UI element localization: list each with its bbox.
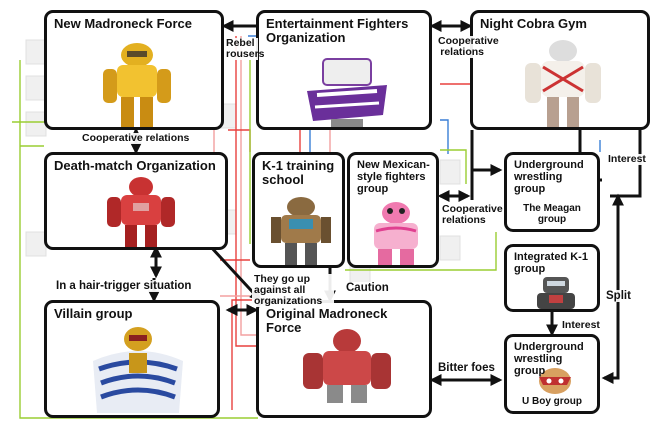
box-new-madroneck-force: New Madroneck Force: [44, 10, 224, 130]
blue-caped-figure-icon: [93, 327, 183, 413]
box-integrated-k1-group: Integrated K-1 group: [504, 244, 600, 312]
relation-cooperative-top: Cooperative relations: [436, 35, 499, 58]
relation-caution: Caution: [344, 282, 391, 294]
box-title: Underground wrestling group: [514, 159, 584, 195]
box-title: Death-match Organization: [54, 158, 216, 173]
box-underground-wrestling-meagan: Underground wrestling group The Meagan g…: [504, 152, 600, 232]
box-title: Villain group: [54, 306, 133, 321]
box-underground-wrestling-uboy: Underground wrestling group U Boy group: [504, 334, 600, 414]
box-title: Integrated K-1 group: [514, 251, 588, 275]
relation-go-up-against: They go up against all organizations: [252, 274, 334, 307]
purple-white-figure-icon: [307, 58, 387, 127]
box-title: Original Madroneck Force: [266, 306, 388, 335]
uboy-group-label: U Boy group: [511, 396, 593, 407]
relation-interest-top: Interest: [606, 153, 648, 165]
relation-rebel-rousers: Rebel rousers: [224, 37, 265, 60]
relation-hair-trigger: In a hair-trigger situation: [54, 280, 194, 292]
box-entertainment-fighters: Entertainment Fighters Organization: [256, 10, 432, 130]
box-new-mexican-style-fighters: New Mexican-style fighters group: [347, 152, 439, 268]
grey-robot-figure-icon: [537, 277, 575, 309]
box-title: New Madroneck Force: [54, 16, 192, 31]
box-night-cobra-gym: Night Cobra Gym: [470, 10, 650, 130]
yellow-robot-figure-icon: [103, 43, 171, 127]
box-death-match-organization: Death-match Organization: [44, 152, 228, 250]
relation-interest-bottom: Interest: [560, 319, 602, 331]
red-metal-figure-icon: [303, 329, 391, 403]
meagan-group-label: The Meagan group: [511, 203, 593, 225]
box-k1-training-school: K-1 training school: [252, 152, 345, 268]
box-original-madroneck-force: Original Madroneck Force: [256, 300, 432, 418]
masked-wrestler-figure-icon: [539, 368, 571, 394]
relation-split: Split: [604, 290, 633, 302]
box-title: New Mexican-style fighters group: [357, 159, 430, 195]
box-title: K-1 training school: [262, 158, 335, 187]
box-title: Underground wrestling group: [514, 341, 584, 377]
relation-cooperative-left: Cooperative relations: [80, 132, 192, 144]
box-villain-group: Villain group: [44, 300, 220, 418]
red-robot-figure-icon: [107, 177, 175, 247]
relation-bitter-foes: Bitter foes: [436, 362, 497, 374]
white-red-figure-icon: [525, 40, 601, 127]
brown-armored-figure-icon: [271, 197, 331, 265]
relation-cooperative-mid: Cooperative relations: [440, 203, 504, 226]
box-title: Night Cobra Gym: [480, 16, 587, 31]
pink-masked-figure-icon: [374, 202, 418, 265]
box-title: Entertainment Fighters Organization: [266, 16, 409, 45]
